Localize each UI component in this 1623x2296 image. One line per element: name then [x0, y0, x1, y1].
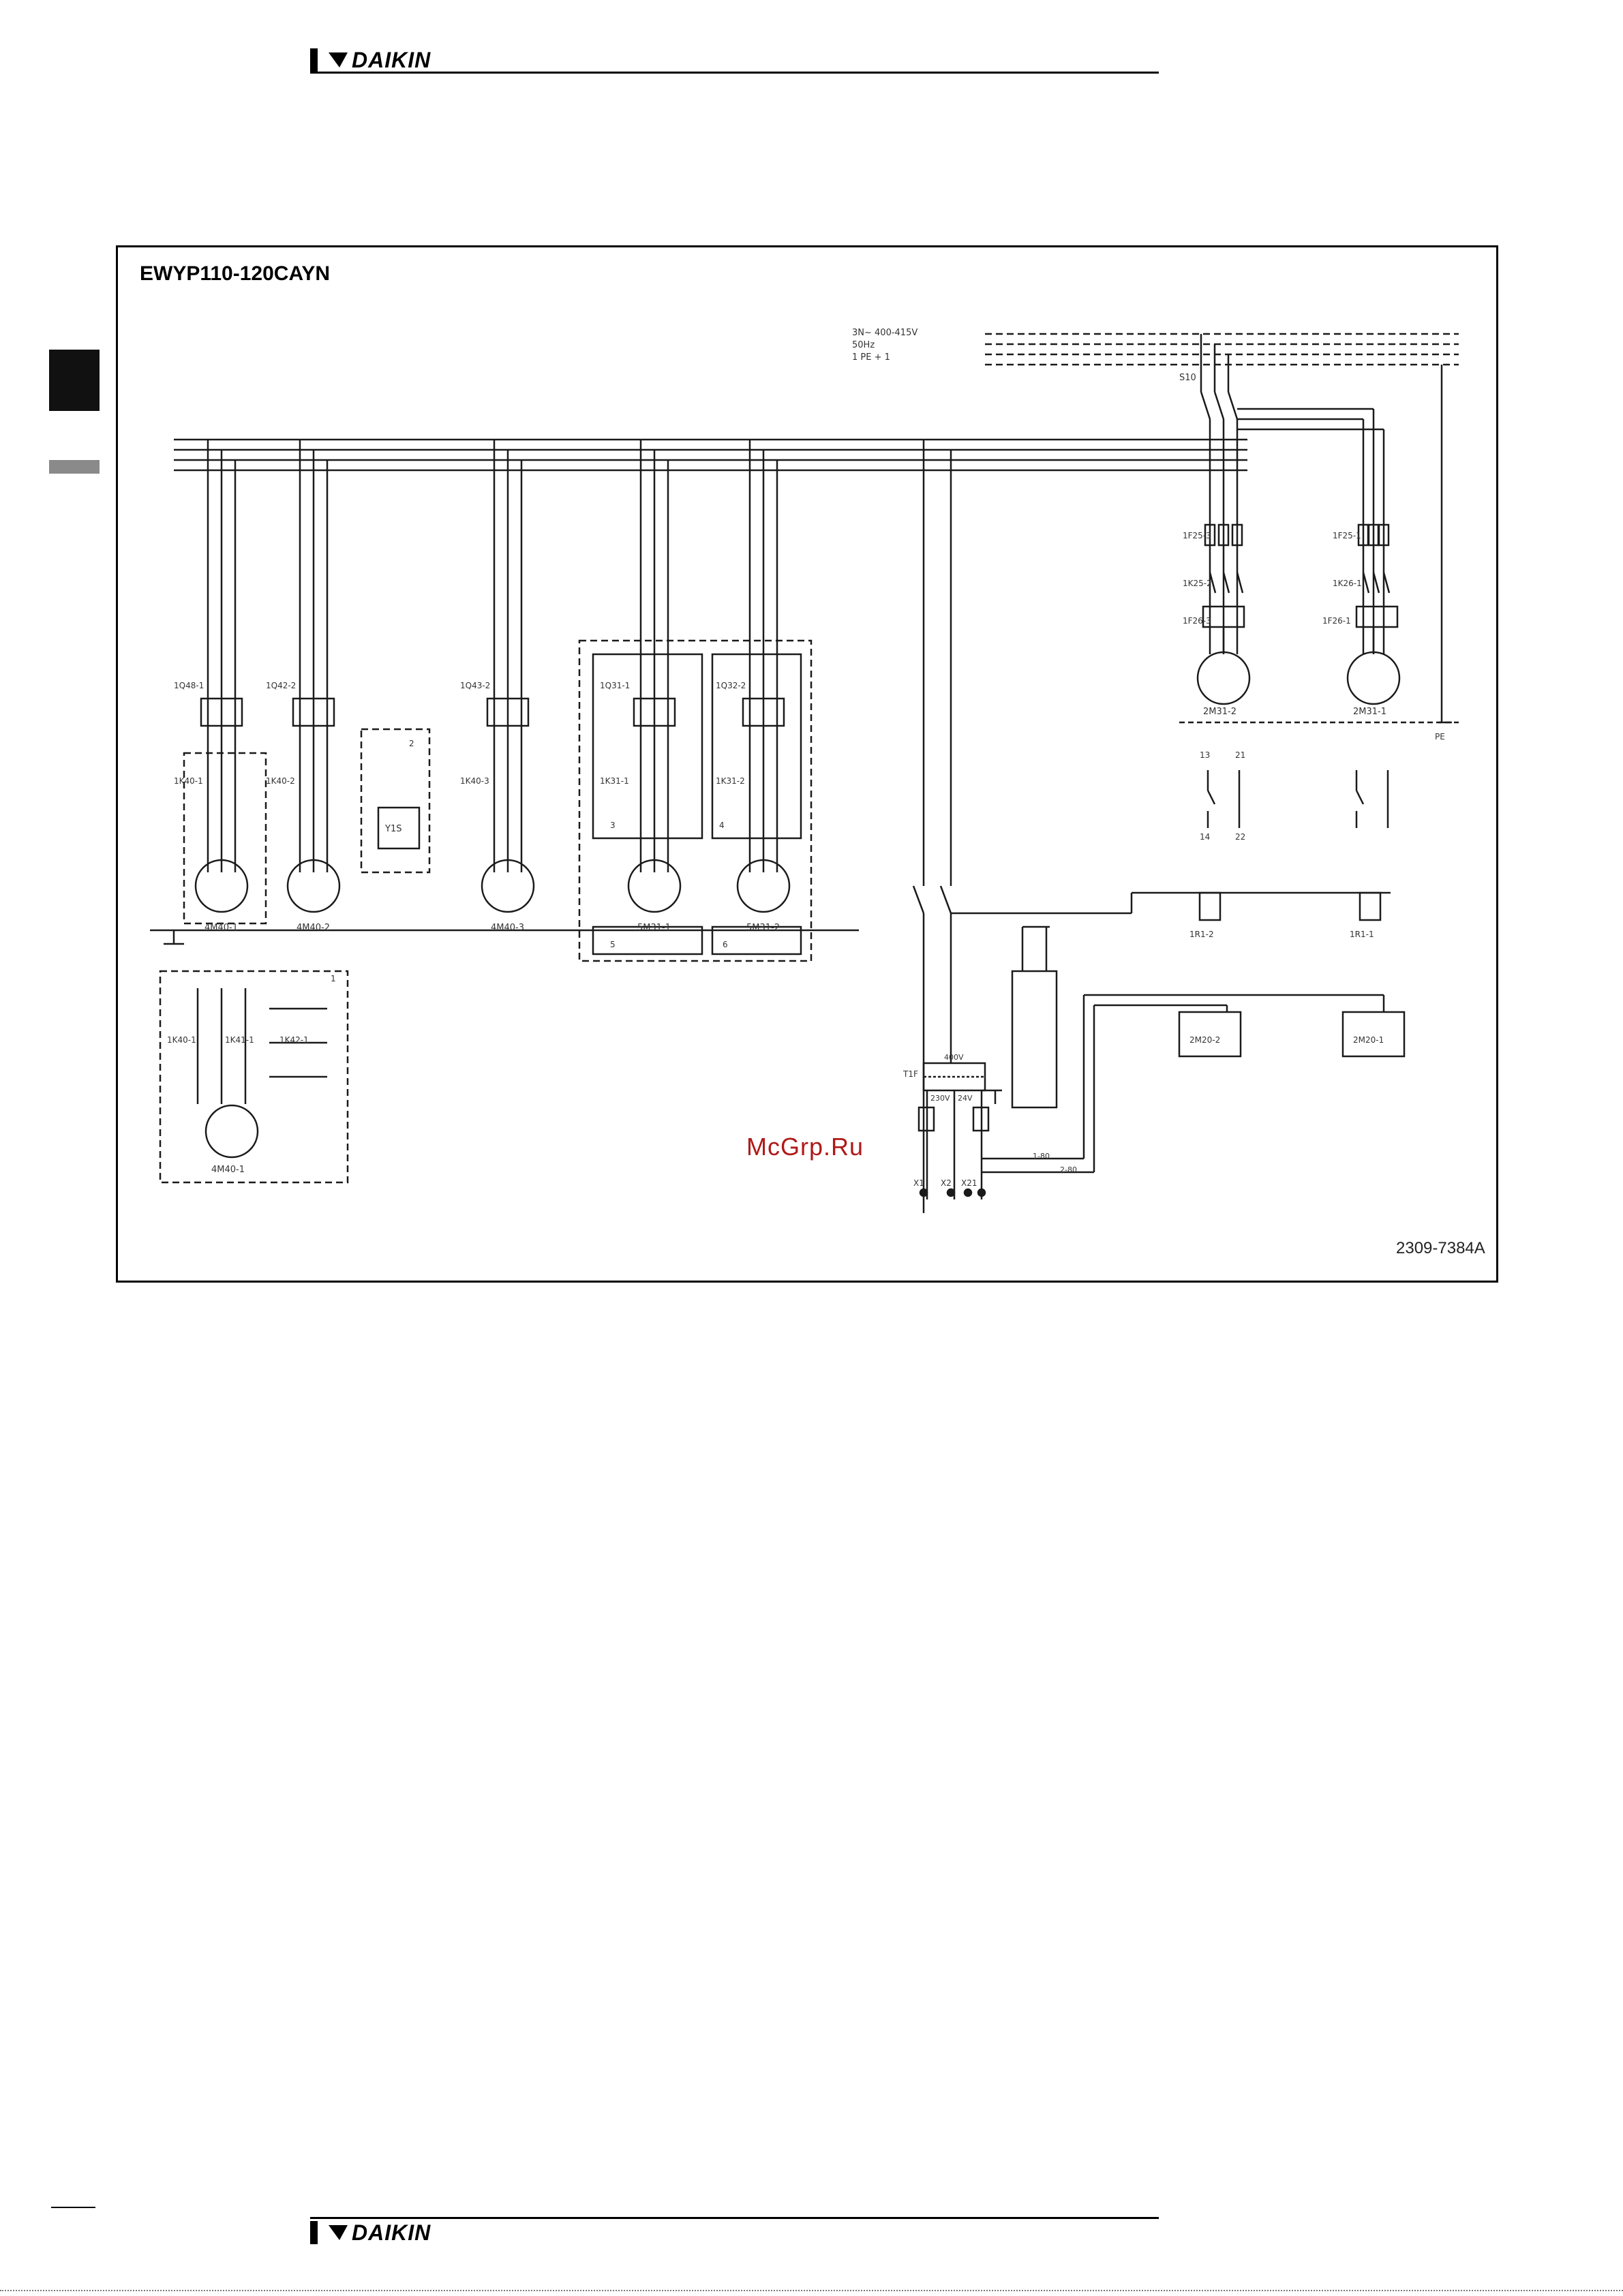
compressor-left-relay-label: 1F26-3 [1183, 616, 1211, 626]
footer-brand-text: DAIKIN [352, 2220, 431, 2245]
daikin-logo-icon [329, 52, 348, 67]
diagram-frame [116, 245, 1498, 1283]
model-title: EWYP110-120CAYN [140, 262, 331, 285]
wire-label-2: 2-80 [1060, 1165, 1077, 1174]
aux-contact-14: 14 [1200, 832, 1210, 842]
option-box-label: Y1S [384, 824, 401, 834]
chapter-tab [49, 350, 100, 411]
page-edge-dotted [0, 2290, 1623, 2291]
fan-contactor-label-3: 1K40-3 [460, 776, 489, 786]
fan-motor-label-1: 4M40-1 [204, 923, 238, 933]
drawing-number: 2309-7384A [1396, 1239, 1485, 1257]
aux-contact-22: 22 [1235, 832, 1245, 842]
fan-motor-label-3: 4M40-3 [491, 923, 524, 933]
option-marker-2: 2 [409, 739, 414, 748]
compressor-left-contactor-label: 1K25-2 [1183, 579, 1212, 588]
daikin-logo-icon [329, 2225, 348, 2240]
transformer-primary: 400V [944, 1053, 964, 1062]
compressor-right-relay-label: 1F26-1 [1322, 616, 1351, 626]
supply-note-3: 1 PE + 1 [852, 352, 890, 363]
fan-contactor-label-5: 1K31-2 [716, 776, 745, 786]
terminal-x1: X1 [913, 1178, 924, 1188]
transformer-sec-a: 230V [930, 1094, 950, 1103]
valve-b-label: 2M20-1 [1353, 1035, 1384, 1045]
star-delta-motor-label: 4M40-1 [211, 1165, 245, 1175]
aux-contact-21: 21 [1235, 750, 1245, 760]
valve-a-label: 2M20-2 [1189, 1035, 1220, 1045]
terminal-x21: X21 [961, 1178, 977, 1188]
star-delta-contactor-3: 1K42-1 [279, 1035, 309, 1045]
fan-breaker-label-3: 1Q43-2 [460, 681, 490, 690]
fan-breaker-label-2: 1Q42-2 [266, 681, 296, 690]
compressor-left-label: 2M31-2 [1203, 707, 1237, 717]
fan-contactor-label-4: 1K31-1 [600, 776, 629, 786]
chapter-tab-secondary [49, 460, 100, 474]
watermark: McGrp.Ru [746, 1133, 864, 1161]
transformer-label: T1F [902, 1069, 918, 1079]
star-delta-contactor-1: 1K40-1 [167, 1035, 196, 1045]
supply-note-1: 3N~ 400-415V [852, 328, 917, 338]
wire-label-1: 1-80 [1033, 1152, 1050, 1161]
option-marker-3: 3 [610, 821, 616, 830]
footer-rule [310, 2217, 1159, 2219]
option-marker-5: 5 [610, 940, 616, 949]
fan-contactor-label-2: 1K40-2 [266, 776, 295, 786]
footer-brand-bar [310, 2221, 318, 2244]
header-brand: DAIKIN [310, 46, 431, 74]
fan-contactor-label-1: 1K40-1 [174, 776, 203, 786]
heater-a-label: 1R1-2 [1189, 930, 1214, 939]
fan-motor-label-2: 4M40-2 [297, 923, 330, 933]
header-brand-text: DAIKIN [352, 47, 431, 72]
compressor-left-fuse-label: 1F25-3 [1183, 531, 1211, 540]
pe-label: PE [1435, 732, 1445, 741]
option-marker-4: 4 [719, 821, 725, 830]
fan-breaker-label-1: 1Q48-1 [174, 681, 204, 690]
footer-left-rule [51, 2207, 95, 2208]
option-marker-1: 1 [331, 974, 336, 983]
fan-breaker-label-5: 1Q32-2 [716, 681, 746, 690]
footer-brand: DAIKIN [310, 2219, 431, 2246]
terminal-x2: X2 [941, 1178, 952, 1188]
transformer-sec-b: 24V [958, 1094, 973, 1103]
fan-breaker-label-4: 1Q31-1 [600, 681, 630, 690]
compressor-right-fuse-label: 1F25-1 [1333, 531, 1361, 540]
main-switch-label: S10 [1179, 373, 1196, 383]
option-marker-6: 6 [723, 940, 728, 949]
fan-motor-label-4: 5M31-1 [637, 923, 671, 933]
star-delta-contactor-2: 1K41-1 [225, 1035, 254, 1045]
supply-note-2: 50Hz [852, 340, 875, 350]
header-rule [310, 72, 1159, 74]
compressor-right-contactor-label: 1K26-1 [1333, 579, 1362, 588]
heater-b-label: 1R1-1 [1350, 930, 1374, 939]
fan-motor-label-5: 5M31-2 [746, 923, 780, 933]
header-brand-bar [310, 48, 318, 72]
compressor-right-label: 2M31-1 [1353, 707, 1386, 717]
aux-contact-13: 13 [1200, 750, 1210, 760]
